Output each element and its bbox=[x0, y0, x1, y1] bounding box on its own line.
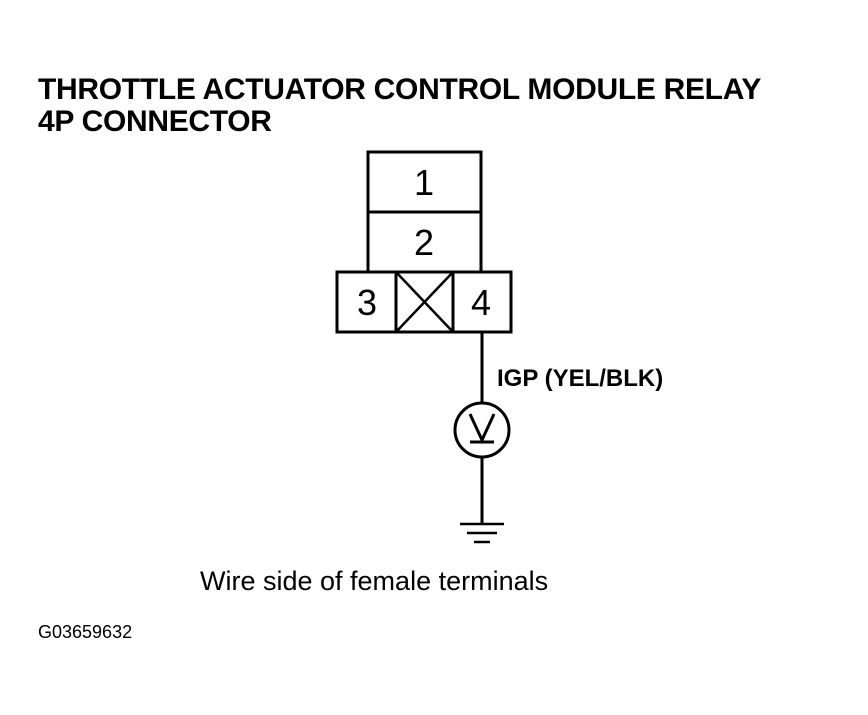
wire-label: IGP (YEL/BLK) bbox=[497, 365, 663, 392]
ground-icon bbox=[460, 522, 504, 544]
bottom-row-outline bbox=[335, 270, 513, 334]
pin-3-number: 3 bbox=[357, 282, 377, 323]
diagram-caption: Wire side of female terminals bbox=[200, 566, 549, 596]
diagram-title-line-2: 4P CONNECTOR bbox=[38, 105, 272, 138]
pin-2-number: 2 bbox=[414, 222, 434, 263]
pin-1-number: 1 bbox=[414, 162, 434, 203]
figure-id: G03659632 bbox=[38, 622, 133, 642]
x-cavity-icon bbox=[395, 271, 454, 333]
pin-4-number: 4 bbox=[471, 282, 491, 323]
diagram-title-line-1: THROTTLE ACTUATOR CONTROL MODULE RELAY bbox=[38, 73, 762, 106]
voltmeter-icon bbox=[453, 401, 511, 459]
